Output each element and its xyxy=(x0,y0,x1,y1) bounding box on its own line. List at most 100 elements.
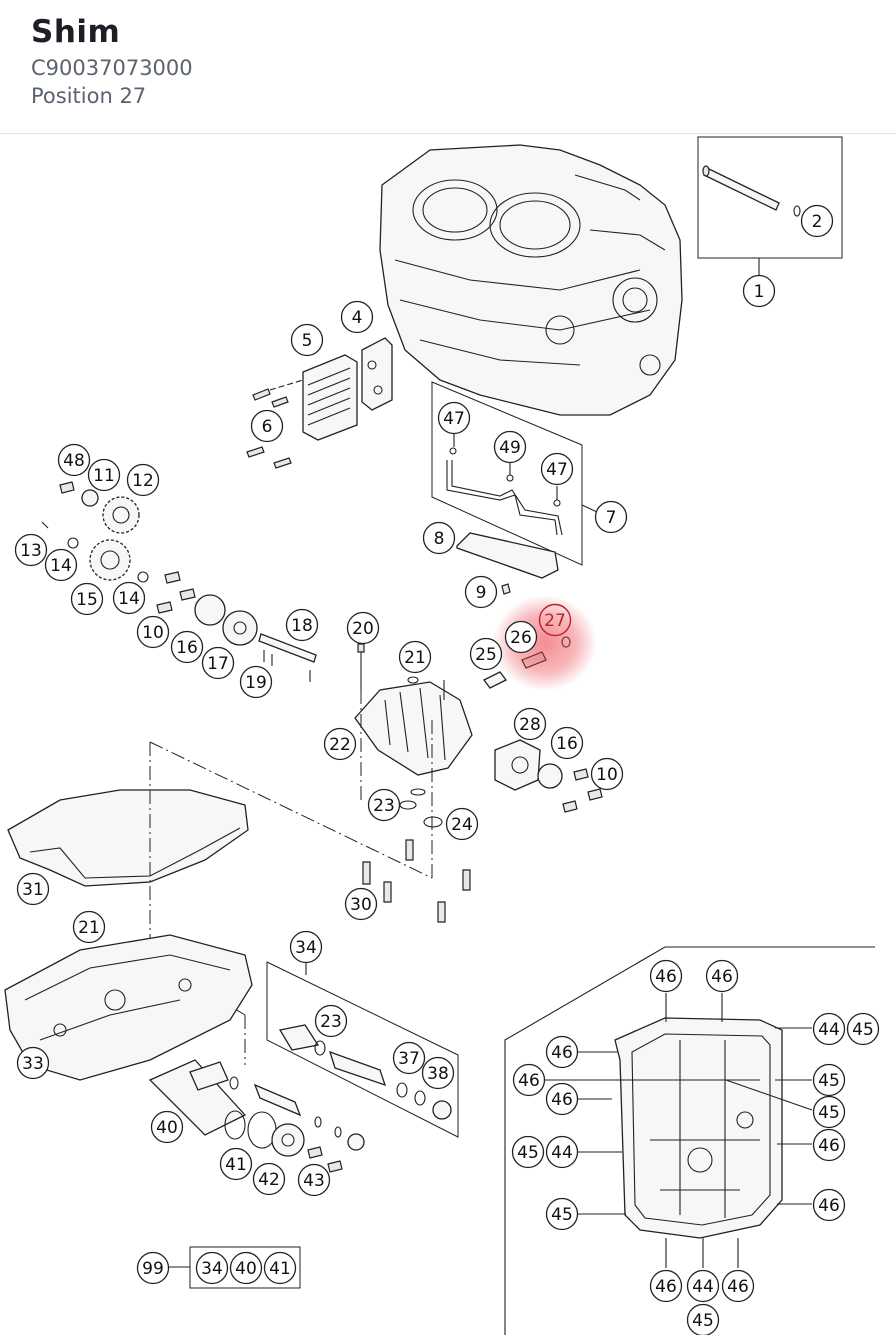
callout-46[interactable]: 46 xyxy=(812,1188,846,1222)
callout-circle xyxy=(136,615,170,649)
callout-46[interactable]: 46 xyxy=(721,1269,755,1303)
callout-15[interactable]: 15 xyxy=(70,582,104,616)
callout-circle xyxy=(540,452,574,486)
oil-filter xyxy=(148,1059,247,1136)
callout-2[interactable]: 2 xyxy=(800,204,834,238)
callout-49[interactable]: 49 xyxy=(493,430,527,464)
callout-45[interactable]: 45 xyxy=(846,1012,880,1046)
callout-number: 45 xyxy=(852,1020,874,1040)
callout-38[interactable]: 38 xyxy=(421,1056,455,1090)
callout-46[interactable]: 46 xyxy=(512,1063,546,1097)
callout-16[interactable]: 16 xyxy=(170,630,204,664)
callout-10[interactable]: 10 xyxy=(136,615,170,649)
callout-1[interactable]: 1 xyxy=(742,274,776,308)
callout-20[interactable]: 20 xyxy=(346,611,380,645)
callout-40[interactable]: 40 xyxy=(229,1251,263,1285)
callout-14[interactable]: 14 xyxy=(112,581,146,615)
callout-circle xyxy=(421,1056,455,1090)
callout-21[interactable]: 21 xyxy=(398,640,432,674)
callout-number: 43 xyxy=(303,1171,325,1191)
callout-48[interactable]: 48 xyxy=(57,443,91,477)
callout-18[interactable]: 18 xyxy=(285,608,319,642)
callout-number: 47 xyxy=(546,460,568,480)
callout-46[interactable]: 46 xyxy=(705,959,739,993)
callout-22[interactable]: 22 xyxy=(323,727,357,761)
callout-45[interactable]: 45 xyxy=(545,1197,579,1231)
callout-circle xyxy=(538,603,572,637)
callout-41[interactable]: 41 xyxy=(263,1251,297,1285)
callout-40[interactable]: 40 xyxy=(150,1110,184,1144)
callout-21[interactable]: 21 xyxy=(72,910,106,944)
callout-4[interactable]: 4 xyxy=(340,300,374,334)
callout-9[interactable]: 9 xyxy=(464,575,498,609)
callout-31[interactable]: 31 xyxy=(16,872,50,906)
callout-37[interactable]: 37 xyxy=(392,1041,426,1075)
callout-circle xyxy=(422,521,456,555)
callout-47[interactable]: 47 xyxy=(540,452,574,486)
callout-44[interactable]: 44 xyxy=(686,1269,720,1303)
callout-6[interactable]: 6 xyxy=(250,409,284,443)
callout-23[interactable]: 23 xyxy=(367,788,401,822)
callout-19[interactable]: 19 xyxy=(239,665,273,699)
oil-pipe-kit-box xyxy=(431,381,583,566)
callout-number: 42 xyxy=(258,1170,280,1190)
callout-46[interactable]: 46 xyxy=(649,959,683,993)
callout-23[interactable]: 23 xyxy=(314,1004,348,1038)
callout-45[interactable]: 45 xyxy=(686,1303,720,1335)
callout-99[interactable]: 99 xyxy=(136,1251,170,1285)
callout-7[interactable]: 7 xyxy=(594,500,628,534)
callout-circle xyxy=(136,1251,170,1285)
callout-25[interactable]: 25 xyxy=(469,637,503,671)
callout-33[interactable]: 33 xyxy=(16,1046,50,1080)
callout-number: 44 xyxy=(551,1143,573,1163)
callout-circle xyxy=(513,707,547,741)
callout-26[interactable]: 26 xyxy=(504,620,538,654)
callout-12[interactable]: 12 xyxy=(126,463,160,497)
callout-circle xyxy=(16,1046,50,1080)
callout-number: 46 xyxy=(727,1277,749,1297)
callout-41[interactable]: 41 xyxy=(219,1147,253,1181)
callout-number: 45 xyxy=(692,1311,714,1331)
callout-14[interactable]: 14 xyxy=(44,548,78,582)
callout-number: 45 xyxy=(818,1103,840,1123)
callout-43[interactable]: 43 xyxy=(297,1163,331,1197)
callout-5[interactable]: 5 xyxy=(290,323,324,357)
callout-47[interactable]: 47 xyxy=(437,401,471,435)
callout-46[interactable]: 46 xyxy=(812,1128,846,1162)
cooler-gasket xyxy=(361,337,393,411)
callout-42[interactable]: 42 xyxy=(252,1162,286,1196)
callout-34[interactable]: 34 xyxy=(289,930,323,964)
exploded-parts-diagram: 2145647494774811121314151410161718198927… xyxy=(4,136,880,1335)
callout-number: 2 xyxy=(812,212,823,232)
callout-45[interactable]: 45 xyxy=(511,1135,545,1169)
callout-24[interactable]: 24 xyxy=(445,807,479,841)
callout-44[interactable]: 44 xyxy=(545,1135,579,1169)
callout-circle xyxy=(705,959,739,993)
callout-46[interactable]: 46 xyxy=(649,1269,683,1303)
callout-number: 38 xyxy=(427,1064,449,1084)
callout-45[interactable]: 45 xyxy=(812,1063,846,1097)
callout-13[interactable]: 13 xyxy=(14,533,48,567)
callout-circle xyxy=(289,930,323,964)
callout-10[interactable]: 10 xyxy=(590,757,624,791)
callout-45[interactable]: 45 xyxy=(812,1095,846,1129)
callout-16[interactable]: 16 xyxy=(550,726,584,760)
callout-circle xyxy=(649,959,683,993)
callout-27-highlighted[interactable]: 27 xyxy=(538,603,572,637)
callout-17[interactable]: 17 xyxy=(201,646,235,680)
callout-circle xyxy=(437,401,471,435)
callout-46[interactable]: 46 xyxy=(545,1082,579,1116)
callout-circle xyxy=(87,458,121,492)
callout-11[interactable]: 11 xyxy=(87,458,121,492)
callout-34[interactable]: 34 xyxy=(195,1251,229,1285)
callout-number: 34 xyxy=(295,938,317,958)
callout-circle xyxy=(239,665,273,699)
callout-46[interactable]: 46 xyxy=(545,1035,579,1069)
callout-28[interactable]: 28 xyxy=(513,707,547,741)
callout-number: 31 xyxy=(22,880,44,900)
callout-8[interactable]: 8 xyxy=(422,521,456,555)
callout-44[interactable]: 44 xyxy=(812,1012,846,1046)
callout-number: 48 xyxy=(63,451,85,471)
callout-30[interactable]: 30 xyxy=(344,887,378,921)
